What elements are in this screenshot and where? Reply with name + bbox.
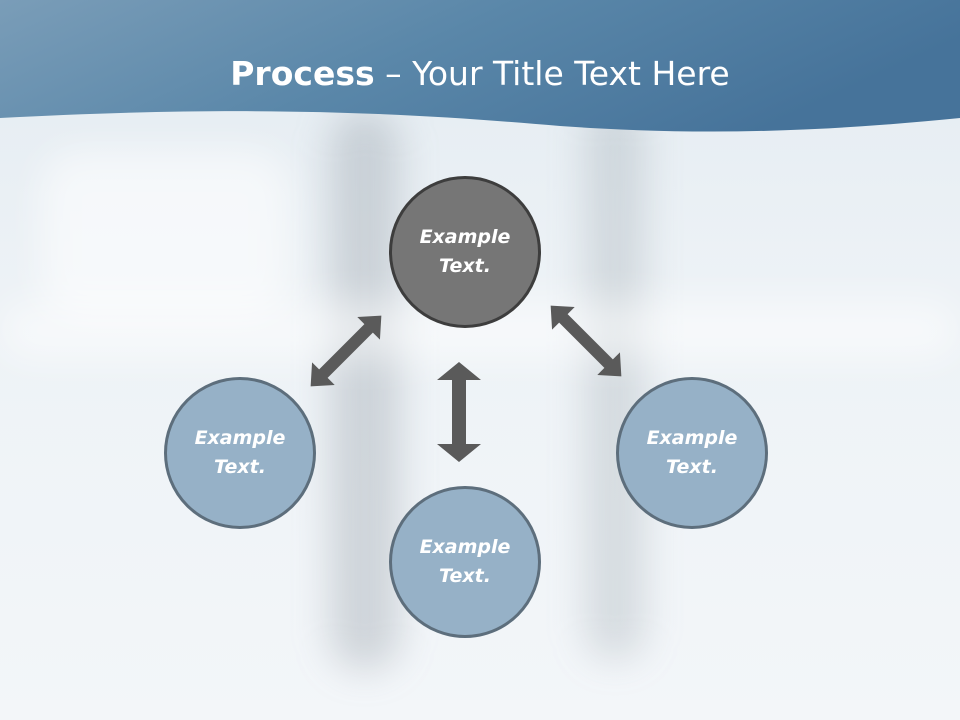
bottom-circle-label: Example Text. [419, 536, 511, 587]
double-arrow-right-icon [550, 305, 622, 377]
right-circle-label: Example Text. [646, 427, 738, 478]
left-circle-label: Example Text. [194, 427, 286, 478]
double-arrow-left-icon [310, 315, 382, 387]
header-band [0, 0, 960, 132]
background-blur [330, 110, 400, 670]
double-arrow-vertical-icon [437, 362, 481, 462]
title-rest: – Your Title Text Here [374, 54, 730, 93]
center-circle-label: Example Text. [419, 226, 511, 277]
center-circle: Example Text. [389, 176, 541, 328]
background-blur [40, 150, 290, 320]
title-bold: Process [230, 54, 375, 93]
bottom-circle: Example Text. [389, 486, 541, 638]
slide-title: Process – Your Title Text Here [0, 52, 960, 96]
background-blur [585, 100, 645, 660]
left-circle: Example Text. [164, 377, 316, 529]
right-circle: Example Text. [616, 377, 768, 529]
